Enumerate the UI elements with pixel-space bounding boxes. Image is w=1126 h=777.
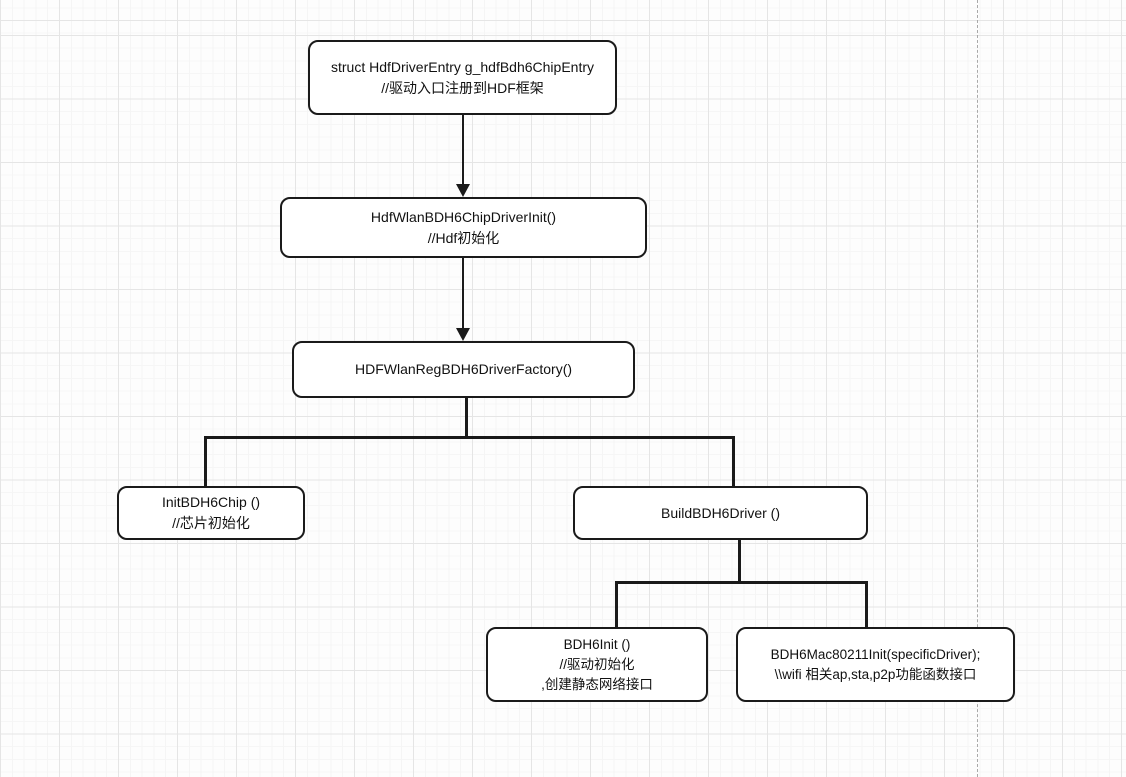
node-hdf-chip-driver-init-line1: HdfWlanBDH6ChipDriverInit(): [370, 208, 557, 225]
node-init-chip-line1: InitBDH6Chip (): [161, 494, 261, 510]
node-hdf-chip-driver-init[interactable]: HdfWlanBDH6ChipDriverInit() //Hdf初始化: [280, 197, 647, 258]
branch-factory-stem: [465, 397, 468, 439]
node-bdh6-init-line3: ,创建静态网络接口: [541, 676, 653, 692]
branch-build-driver-to-mac80211-init: [865, 581, 868, 628]
node-reg-driver-factory-line1: HDFWlanRegBDH6DriverFactory(): [354, 361, 573, 377]
connector-init-to-factory-line: [462, 258, 464, 329]
arrowhead-entry-to-init-icon: [456, 184, 470, 197]
node-reg-driver-factory[interactable]: HDFWlanRegBDH6DriverFactory(): [292, 341, 635, 398]
node-mac80211-init-line2: \\wifi 相关ap,sta,p2p功能函数接口: [774, 666, 977, 682]
node-bdh6-init-line2: //驱动初始化: [559, 656, 635, 672]
branch-factory-crossbar: [204, 436, 735, 439]
connector-entry-to-init-line: [462, 115, 464, 185]
node-init-chip[interactable]: InitBDH6Chip () //芯片初始化: [117, 486, 305, 540]
node-driver-entry[interactable]: struct HdfDriverEntry g_hdfBdh6ChipEntry…: [308, 40, 617, 115]
arrowhead-init-to-factory-icon: [456, 328, 470, 341]
branch-build-driver-crossbar: [615, 581, 868, 584]
node-mac80211-init-line1: BDH6Mac80211Init(specificDriver);: [770, 646, 981, 662]
page-boundary-dashed-line: [977, 0, 978, 777]
branch-build-driver-stem: [738, 539, 741, 584]
node-driver-entry-line1: struct HdfDriverEntry g_hdfBdh6ChipEntry: [331, 58, 594, 75]
node-mac80211-init[interactable]: BDH6Mac80211Init(specificDriver); \\wifi…: [736, 627, 1015, 702]
branch-factory-to-init-chip: [204, 436, 207, 487]
node-bdh6-init[interactable]: BDH6Init () //驱动初始化 ,创建静态网络接口: [486, 627, 708, 702]
branch-build-driver-to-bdh6-init: [615, 581, 618, 628]
node-build-driver-line1: BuildBDH6Driver (): [660, 504, 781, 521]
branch-factory-to-build-driver: [732, 436, 735, 487]
node-bdh6-init-line1: BDH6Init (): [563, 636, 631, 652]
node-driver-entry-line2: //驱动入口注册到HDF框架: [381, 79, 544, 96]
node-build-driver[interactable]: BuildBDH6Driver (): [573, 486, 868, 540]
node-init-chip-line2: //芯片初始化: [172, 515, 250, 531]
node-hdf-chip-driver-init-line2: //Hdf初始化: [427, 229, 500, 246]
